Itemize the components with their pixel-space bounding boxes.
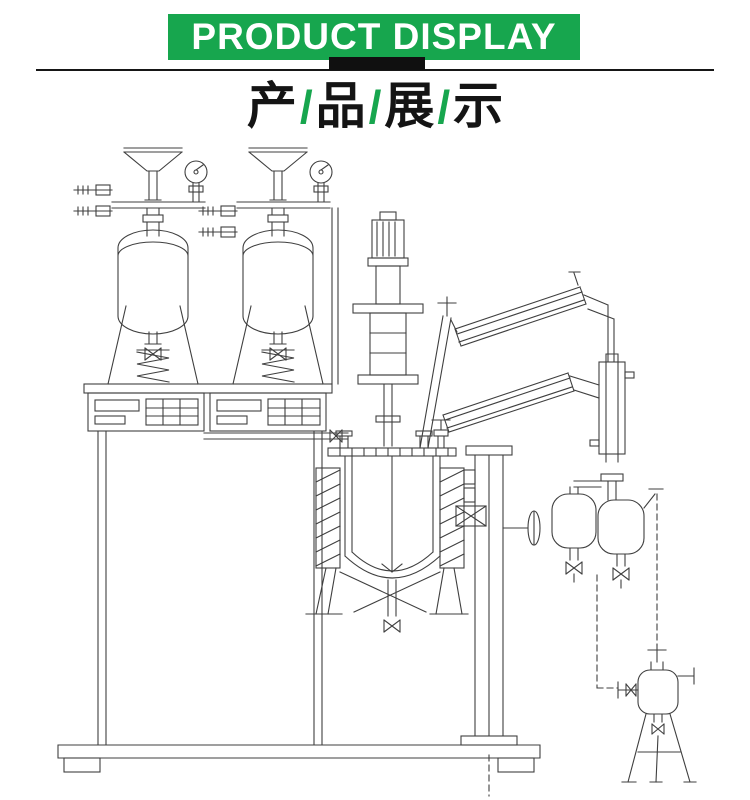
receiver-flasks: [551, 473, 664, 589]
inlet-fittings-left: [73, 184, 113, 217]
feed-vessel-left: [73, 147, 208, 385]
receiver-flask-left: [551, 493, 597, 549]
feed-funnel-left: [123, 147, 183, 201]
divider-rule: [36, 69, 714, 71]
chinese-title-char: 示: [453, 78, 504, 134]
feed-vessel-right: [198, 147, 339, 385]
control-cabinet: [57, 383, 541, 773]
receiver-flask-right: [597, 499, 645, 555]
support-column: [455, 445, 541, 746]
chinese-title-char: 展: [384, 78, 435, 134]
transfer-lines: [488, 493, 658, 797]
divider-accent-bar: [329, 57, 425, 70]
controller-right: [209, 392, 327, 432]
banner: PRODUCT DISPLAY: [168, 14, 580, 60]
feed-funnel-right: [248, 147, 308, 201]
tripod-flask: [617, 644, 697, 783]
condenser-train: [419, 271, 635, 463]
spring-mount-right: [261, 349, 295, 385]
chinese-title-char: 产: [246, 78, 297, 134]
chinese-title-slash: /: [437, 81, 451, 133]
controller-left: [87, 392, 205, 432]
condenser-lower: [442, 372, 575, 433]
chinese-title-char: 品: [315, 78, 366, 134]
chinese-title-slash: /: [299, 81, 313, 133]
pressure-gauge-right: [309, 160, 333, 203]
stand-frame: [97, 430, 323, 746]
spring-mount-left: [136, 349, 170, 385]
chinese-title-slash: /: [368, 81, 382, 133]
chinese-title: 产/品/展/示: [0, 76, 750, 149]
banner-title: PRODUCT DISPLAY: [191, 16, 557, 57]
condenser-vertical: [589, 353, 635, 463]
heating-jacket-left: [315, 467, 341, 569]
stirrer-motor: [352, 211, 424, 447]
tripod-stand: [621, 713, 697, 783]
handwheel: [502, 510, 541, 546]
pressure-gauge-left: [184, 160, 208, 203]
heating-jacket-right: [439, 467, 465, 569]
condenser-upper: [454, 271, 587, 347]
inlet-fittings-right: [198, 205, 238, 238]
reactor-vessel: [305, 429, 469, 633]
base-plate: [57, 744, 541, 773]
